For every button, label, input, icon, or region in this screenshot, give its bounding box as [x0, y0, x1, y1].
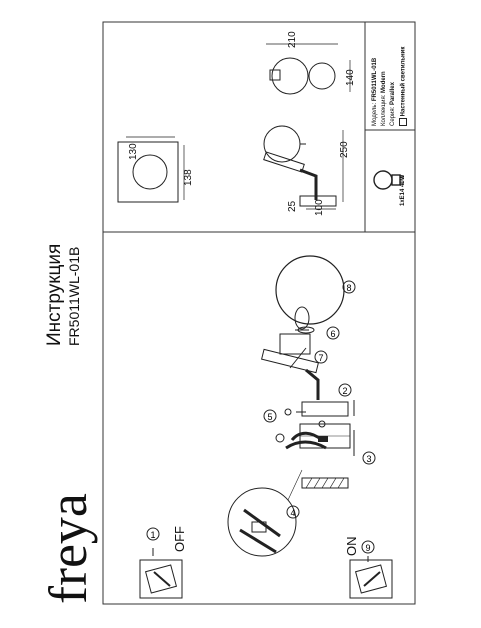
detail-magnifier — [227, 487, 297, 557]
step-num-5: 5 — [267, 412, 272, 422]
info-collection-value: Modern — [381, 71, 387, 93]
info-collection: Коллекция: Modern — [381, 71, 388, 126]
off-label: OFF — [172, 526, 187, 552]
switch-off-box — [139, 548, 183, 599]
dim-top-width: 210 — [287, 31, 298, 48]
info-collection-label: Коллекция: — [381, 94, 387, 126]
info-type-icon — [399, 118, 407, 126]
dim-canopy-width: 130 — [128, 143, 139, 160]
info-series: Серия: Parallex — [390, 82, 397, 126]
info-model: Модель: FR5011WL-01B — [372, 58, 379, 126]
dim-total-height: 250 — [339, 141, 350, 158]
dim-top-height: 140 — [345, 69, 356, 86]
assembly-diagram — [227, 255, 355, 557]
canopy-view — [117, 136, 185, 203]
info-model-label: Модель: — [372, 102, 378, 126]
step-badges: 1 2 3 4 5 6 7 8 9 — [146, 280, 376, 554]
wall-hatch — [301, 477, 349, 489]
side-view — [263, 125, 344, 210]
step-badge-9 — [361, 540, 375, 554]
dim-canopy-height: 138 — [183, 169, 194, 186]
step-badge-6 — [326, 326, 340, 340]
bulb-icon — [373, 170, 404, 190]
step-num-6: 6 — [330, 329, 335, 339]
step-badge-1 — [146, 527, 160, 541]
dim-depth-b: 100 — [314, 199, 325, 216]
ground-icon — [275, 433, 285, 443]
info-series-label: Серия: — [390, 106, 396, 126]
switch-on-box — [349, 556, 393, 599]
step-num-1: 1 — [150, 530, 155, 540]
page-title: Инструкция — [44, 243, 65, 346]
step-badge-8 — [342, 280, 356, 294]
step-num-3: 3 — [366, 454, 371, 464]
step-num-8: 8 — [346, 283, 351, 293]
bulb-spec: 1xE14 40W — [400, 174, 406, 206]
step-num-9: 9 — [365, 543, 370, 553]
page-model: FR5011WL-01B — [66, 246, 82, 346]
step-badge-7 — [314, 350, 328, 364]
step-num-2: 2 — [342, 386, 347, 396]
outer-frame — [102, 21, 416, 605]
glass-globe — [275, 255, 345, 325]
info-type-value: Настенный светильник — [400, 46, 407, 117]
step-num-7: 7 — [318, 353, 323, 363]
step-badge-5 — [263, 409, 277, 423]
step-badge-2 — [338, 383, 352, 397]
info-series-value: Parallex — [390, 82, 396, 106]
brand-logo: freya — [38, 493, 98, 604]
step-badge-3 — [362, 451, 376, 465]
info-model-value: FR5011WL-01B — [372, 57, 378, 102]
top-view — [266, 43, 351, 95]
step-badge-4 — [286, 505, 300, 519]
bulb — [294, 306, 310, 330]
on-label: ON — [344, 536, 359, 557]
step-num-4: 4 — [290, 508, 295, 518]
info-type: Настенный светильник — [399, 47, 408, 126]
dim-depth-a: 25 — [287, 200, 298, 212]
